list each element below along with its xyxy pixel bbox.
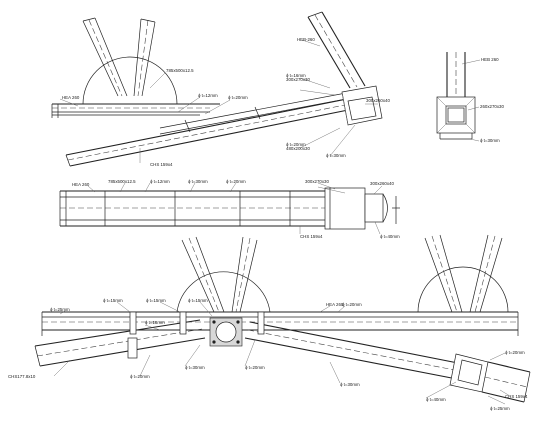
gusset-semicircle <box>82 56 178 105</box>
top-left-view <box>51 11 383 167</box>
label-hea260-top: HEA 260 <box>62 95 80 100</box>
label-chs-bot-left: CHS177.8x10 <box>8 374 36 379</box>
label-heb260-right: HEB 260 <box>481 57 499 62</box>
label-chs-bot-right: CHS 159x4 <box>505 394 528 399</box>
label-plate-300-mid2: 300x260x40 <box>370 181 394 186</box>
label-plate-785-mid: 785x500x12.5 <box>108 179 136 184</box>
label-t12-mid: ϕ t=12mm <box>150 179 170 184</box>
label-plate-260: 260x270x30 <box>480 104 504 109</box>
label-plate-300b: 300x270x30 <box>286 77 310 82</box>
label-t20-bot2: ϕ t=20mm <box>245 365 265 370</box>
label-t16-top: ϕ t=16mm <box>286 73 306 78</box>
label-t30-bot-b: ϕ t=30mm <box>340 382 360 387</box>
label-hea260-bot: HEA 260 <box>326 302 344 307</box>
label-plate-785: 785x500x12.5 <box>166 68 194 73</box>
label-t20-top: ϕ t=20mm <box>228 95 248 100</box>
label-t40-bot: ϕ t=40mm <box>426 397 446 402</box>
bolt <box>212 320 216 324</box>
label-t30-right: ϕ t=30mm <box>480 138 500 143</box>
label-chs-mid: CHS 159x4 <box>300 234 323 239</box>
bolt <box>236 320 240 324</box>
label-t30-bot: ϕ t=30mm <box>185 365 205 370</box>
label-t20-bot3: ϕ t=20mm <box>342 302 362 307</box>
label-t25-bot: ϕ t=25mm <box>50 307 70 312</box>
label-t15-bot2: ϕ t=15mm <box>146 298 166 303</box>
label-t20-top2: ϕ t=20mm <box>286 142 306 147</box>
label-t15-bot: ϕ t=15mm <box>103 298 123 303</box>
label-plate-300: 300x260x40 <box>366 98 390 103</box>
label-hea260-mid: HEA 260 <box>72 182 90 187</box>
label-t40-mid: ϕ t=40mm <box>380 234 400 239</box>
section-view <box>436 52 481 142</box>
label-t20-bot: ϕ t=20mm <box>130 374 150 379</box>
middle-view <box>59 182 400 235</box>
label-t12-top: ϕ t=12mm <box>198 93 218 98</box>
bolt <box>212 340 216 344</box>
top-left-leaders <box>59 39 378 163</box>
label-t18-bot: ϕ t=18mm <box>145 320 165 325</box>
label-t30-mid: ϕ t=30mm <box>188 179 208 184</box>
label-t20-bot-right: ϕ t=20mm <box>505 350 525 355</box>
label-heb260-top: HEB-260 <box>297 37 315 42</box>
label-chs-top: CHS 159x4 <box>150 162 173 167</box>
label-plate-480: 480x200x30 <box>286 146 310 151</box>
bottom-leaders <box>53 301 511 405</box>
label-t25-bot-right: ϕ t=25mm <box>490 406 510 411</box>
label-t15-bot3: ϕ t=15mm <box>188 298 208 303</box>
label-t20-mid: ϕ t=20mm <box>226 179 246 184</box>
label-plate-300-mid: 300x270x30 <box>305 179 329 184</box>
label-t30-top: ϕ t=30mm <box>326 153 346 158</box>
bottom-view <box>34 234 531 403</box>
bolt <box>236 340 240 344</box>
